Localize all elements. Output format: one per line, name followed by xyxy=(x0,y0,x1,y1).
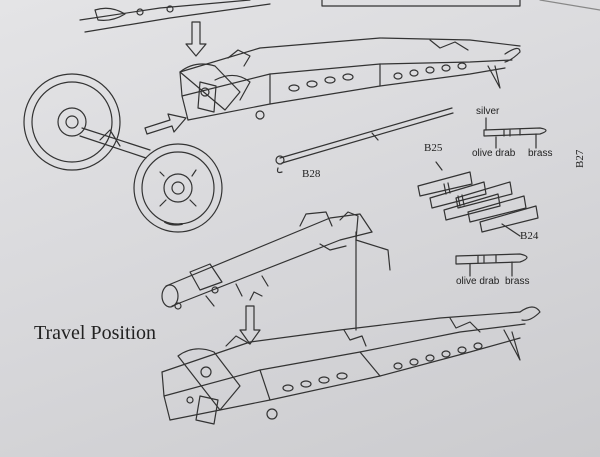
top-box-border xyxy=(321,0,521,7)
gun-barrel-assembly-drawing xyxy=(161,211,391,331)
shell-callout-bottom-drawing xyxy=(455,253,528,277)
arrow-down-top-icon xyxy=(185,21,207,57)
upper-carriage-drawing xyxy=(179,37,521,121)
wheel-assembly-drawing xyxy=(23,73,223,233)
lower-frame-holes xyxy=(282,342,483,392)
top-trail-drawing xyxy=(79,0,271,33)
arrow-right-icon xyxy=(144,113,187,135)
callout-olive-drab-bottom-label: olive drab xyxy=(456,276,500,287)
shell-callout-top-drawing xyxy=(483,117,547,149)
arrow-down-bottom-icon xyxy=(239,305,261,345)
callout-brass-top-label: brass xyxy=(528,148,553,159)
travel-position-heading: Travel Position xyxy=(34,322,157,344)
shell-group-drawing xyxy=(417,161,539,237)
part-label-b28: B28 xyxy=(302,168,321,180)
part-label-b25: B25 xyxy=(424,142,443,154)
part-label-b24: B24 xyxy=(520,230,539,242)
barrel-rod-drawing xyxy=(275,107,454,174)
lower-carriage-drawing xyxy=(161,306,541,425)
callout-silver-label: silver xyxy=(476,106,500,117)
part-label-b27: B27 xyxy=(574,149,586,168)
upper-frame-holes xyxy=(288,62,467,92)
paper-fold-line xyxy=(539,0,600,11)
callout-olive-drab-top-label: olive drab xyxy=(472,148,516,159)
callout-brass-bottom-label: brass xyxy=(505,276,530,287)
